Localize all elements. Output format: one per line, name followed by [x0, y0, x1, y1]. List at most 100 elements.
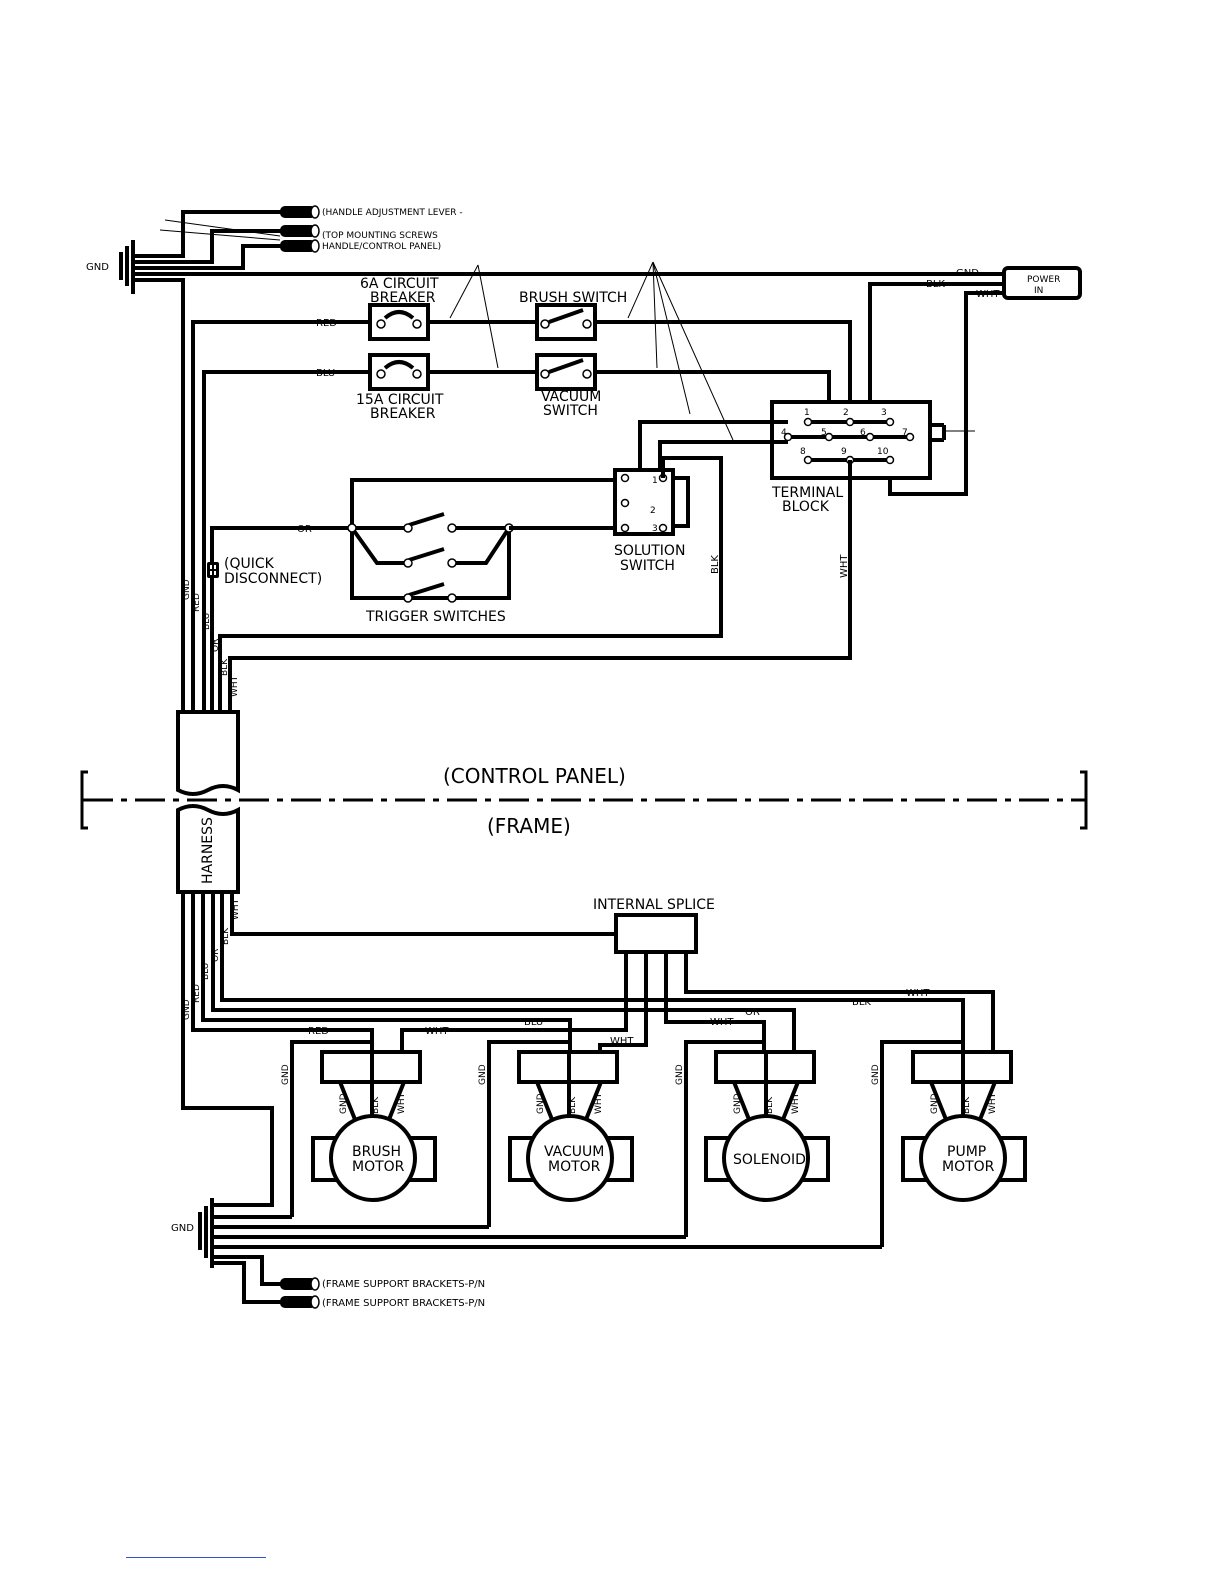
- harness-upper: [176, 710, 240, 796]
- blk-label-harness-top: BLK: [220, 658, 230, 676]
- wht-label-vacuum: WHT: [610, 1036, 634, 1047]
- wht-label-harness-top: WHT: [230, 675, 240, 697]
- tb-num-3: 3: [881, 408, 887, 418]
- brush-motor: [311, 1050, 437, 1202]
- trigger-switches: [347, 478, 615, 603]
- solution-switch-label-2: SWITCH: [620, 558, 675, 574]
- frame-support-label-1: (FRAME SUPPORT BRACKETS-P/N: [322, 1279, 485, 1290]
- wht-label-tb: WHT: [839, 554, 850, 578]
- frame-support-label-2: (FRAME SUPPORT BRACKETS-P/N: [322, 1298, 485, 1309]
- harness-label: HARNESS: [200, 817, 216, 884]
- tb-num-6: 6: [860, 428, 866, 438]
- or-label-top: OR: [297, 524, 312, 535]
- tb-num-9: 9: [841, 447, 847, 457]
- circuit-breaker-6a: [368, 303, 430, 341]
- gnd-label-bottom: GND: [171, 1223, 194, 1234]
- blk-label-brush-wire: BLK: [371, 1096, 381, 1114]
- wht-label-solenoid: WHT: [710, 1017, 734, 1028]
- control-panel-label: (CONTROL PANEL): [443, 764, 626, 788]
- gnd-label-solenoid-wire: GND: [733, 1093, 743, 1114]
- frame-label: (FRAME): [487, 814, 571, 838]
- gnd-label-power: GND: [956, 268, 979, 279]
- solenoid: [704, 1050, 830, 1202]
- harness-lower: [176, 804, 240, 894]
- gnd-label-solenoid: GND: [675, 1064, 685, 1085]
- or-label-harness-bot: OR: [211, 949, 221, 962]
- vacuum-switch-label-1: VACUUM: [541, 389, 601, 405]
- tb-num-2: 2: [843, 408, 849, 418]
- gnd-label-vacuum: GND: [478, 1064, 488, 1085]
- solenoid-label: SOLENOID: [733, 1152, 806, 1168]
- red-label-top: RED: [316, 318, 337, 329]
- terminal-block: [770, 400, 975, 480]
- quick-disconnect-label-1: (QUICK: [224, 556, 275, 572]
- bottom-ground-symbol: [198, 1198, 214, 1268]
- vacuum-switch-label-2: SWITCH: [543, 403, 598, 419]
- blk-label-vacuum-wire: BLK: [568, 1096, 578, 1114]
- brush-switch: [535, 303, 597, 341]
- pump-motor-label-1: PUMP: [947, 1144, 986, 1160]
- red-label-harness-top: RED: [192, 593, 202, 612]
- screw-terminals-top: [280, 205, 320, 253]
- gnd-label-harness-top: GND: [182, 579, 192, 600]
- blk-label-bottom: BLK: [852, 997, 871, 1008]
- wht-label-harness-bot: WHT: [231, 898, 241, 920]
- solution-switch-label-1: SOLUTION: [614, 543, 685, 559]
- or-label-harness-top: OR: [211, 639, 221, 652]
- terminal-block-label-1: TERMINAL: [771, 485, 843, 501]
- red-label-bottom: RED: [308, 1026, 329, 1037]
- wht-label-vacuum-wire: WHT: [594, 1092, 604, 1114]
- panel-frame-divider: [80, 770, 1088, 830]
- pump-motor: [901, 1050, 1027, 1202]
- quick-disconnect-label-2: DISCONNECT): [224, 571, 322, 587]
- cb15a-label-1: 15A CIRCUIT: [356, 392, 444, 408]
- power-in-label-1: POWER: [1027, 275, 1060, 285]
- tb-num-8: 8: [800, 447, 806, 457]
- gnd-label-pump-wire: GND: [930, 1093, 940, 1114]
- circuit-breaker-15a: [368, 353, 430, 391]
- gnd-label-vacuum-wire: GND: [536, 1093, 546, 1114]
- terminal-block-label-2: BLOCK: [782, 499, 830, 515]
- leader-lines: [449, 261, 734, 441]
- red-label-harness-bot: RED: [192, 984, 202, 1003]
- top-mounting-label: (TOP MOUNTING SCREWS: [322, 231, 438, 241]
- gnd-label-brush-wire: GND: [339, 1093, 349, 1114]
- gnd-label-top: GND: [86, 262, 109, 273]
- quick-disconnect: [207, 562, 219, 578]
- cb6a-label-1: 6A CIRCUIT: [360, 276, 439, 292]
- pump-motor-label-2: MOTOR: [942, 1159, 995, 1175]
- tb-num-5: 5: [821, 428, 827, 438]
- wht-label-pump-wire: WHT: [988, 1092, 998, 1114]
- blu-label-harness-top: BLU: [202, 613, 212, 630]
- blu-label-harness-bot: BLU: [201, 963, 211, 980]
- gnd-label-brush: GND: [281, 1064, 291, 1085]
- wht-label-solenoid-wire: WHT: [791, 1092, 801, 1114]
- wht-label-brush-wire: WHT: [397, 1092, 407, 1114]
- top-ground-symbol: [119, 240, 135, 294]
- solution-num-2: 2: [650, 506, 656, 516]
- screw-terminals-bottom: [280, 1277, 320, 1309]
- blk-label-harness-bot: BLK: [221, 927, 231, 945]
- internal-splice: [614, 913, 698, 954]
- solution-num-3: 3: [652, 524, 658, 534]
- handle-adjustment-label: (HANDLE ADJUSTMENT LEVER -: [322, 208, 463, 218]
- vacuum-motor-label-2: MOTOR: [548, 1159, 601, 1175]
- wht-label-brush: WHT: [425, 1026, 449, 1037]
- brush-motor-label-1: BRUSH: [352, 1144, 401, 1160]
- brush-motor-label-2: MOTOR: [352, 1159, 405, 1175]
- cb15a-label-2: BREAKER: [370, 406, 436, 422]
- brush-switch-label: BRUSH SWITCH: [519, 290, 627, 306]
- gnd-label-harness-bot: GND: [182, 999, 192, 1020]
- tb-num-10: 10: [877, 447, 889, 457]
- blk-label-solenoid-wire: BLK: [765, 1096, 775, 1114]
- power-in-label-2: IN: [1034, 286, 1043, 296]
- vacuum-motor-label-1: VACUUM: [544, 1144, 604, 1160]
- gnd-label-pump: GND: [871, 1064, 881, 1085]
- tb-num-4: 4: [781, 428, 787, 438]
- blk-label-sol: BLK: [710, 555, 721, 574]
- cb6a-label-2: BREAKER: [370, 290, 436, 306]
- tb-num-7: 7: [902, 428, 908, 438]
- trigger-switches-label: TRIGGER SWITCHES: [365, 609, 506, 625]
- handle-control-panel-label: HANDLE/CONTROL PANEL): [322, 242, 441, 252]
